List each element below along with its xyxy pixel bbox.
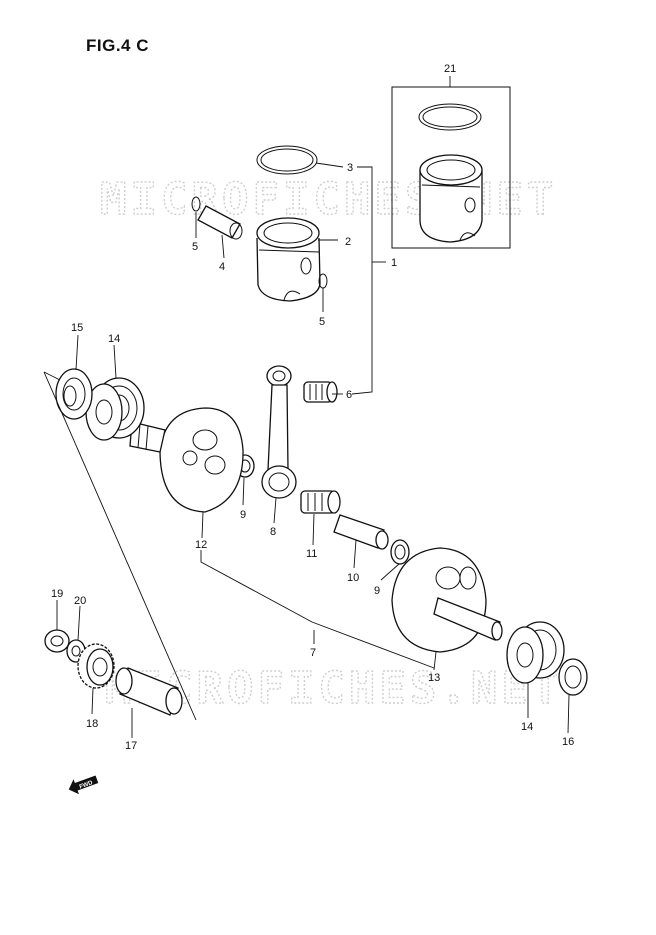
callout-3: 3 [347,162,353,174]
callout-9-right: 9 [374,585,380,597]
callout-5-bottom: 5 [319,316,325,328]
crankshaft-left-12 [129,407,244,513]
callout-7: 7 [310,647,316,659]
bearing-14-left [85,377,145,441]
callout-1: 1 [391,257,397,269]
piston-kit-box [391,86,511,249]
nut-19 [44,629,70,653]
callout-6: 6 [346,389,352,401]
callout-14-bottom: 14 [521,721,533,733]
callout-21: 21 [444,63,456,75]
fwd-label: FWD [79,780,95,791]
callout-2: 2 [345,236,351,248]
callout-20: 20 [74,595,86,607]
callout-18: 18 [86,718,98,730]
callout-17: 17 [125,740,137,752]
piston-2 [256,217,321,302]
piston-ring-21 [418,103,482,131]
watermark-top: MICROFICHES.NET [100,174,557,225]
washer-9-right [390,539,410,565]
callout-10: 10 [347,572,359,584]
gear-18 [77,643,115,689]
needle-bearing-6 [303,381,338,403]
callout-15: 15 [71,322,83,334]
oil-seal-15 [55,368,93,420]
forward-arrow-icon: FWD [68,775,99,795]
circlip-5-left [191,196,201,212]
callout-14-top: 14 [108,333,120,345]
shaft-axis-line [43,371,197,721]
figure-title: FIG.4 C [86,36,150,55]
callout-9-left: 9 [240,509,246,521]
spacer-17 [115,667,183,716]
callout-8: 8 [270,526,276,538]
needle-bearing-11 [300,490,341,514]
piston-21 [419,154,483,243]
oil-seal-16 [558,658,588,696]
callout-12: 12 [195,539,207,551]
bearing-14-right [506,621,565,684]
callout-13: 13 [428,672,440,684]
crankshaft-right-13 [391,547,503,653]
connecting-rod-8 [261,365,297,499]
crank-pin-10 [333,514,389,550]
group-bracket-1 [351,166,373,395]
piston-pin-4 [197,205,243,240]
piston-ring-3 [256,145,318,175]
callout-11: 11 [306,548,317,560]
callout-16: 16 [562,736,574,748]
callout-19: 19 [51,588,63,600]
callout-5-top: 5 [192,241,198,253]
callout-4: 4 [219,261,225,273]
